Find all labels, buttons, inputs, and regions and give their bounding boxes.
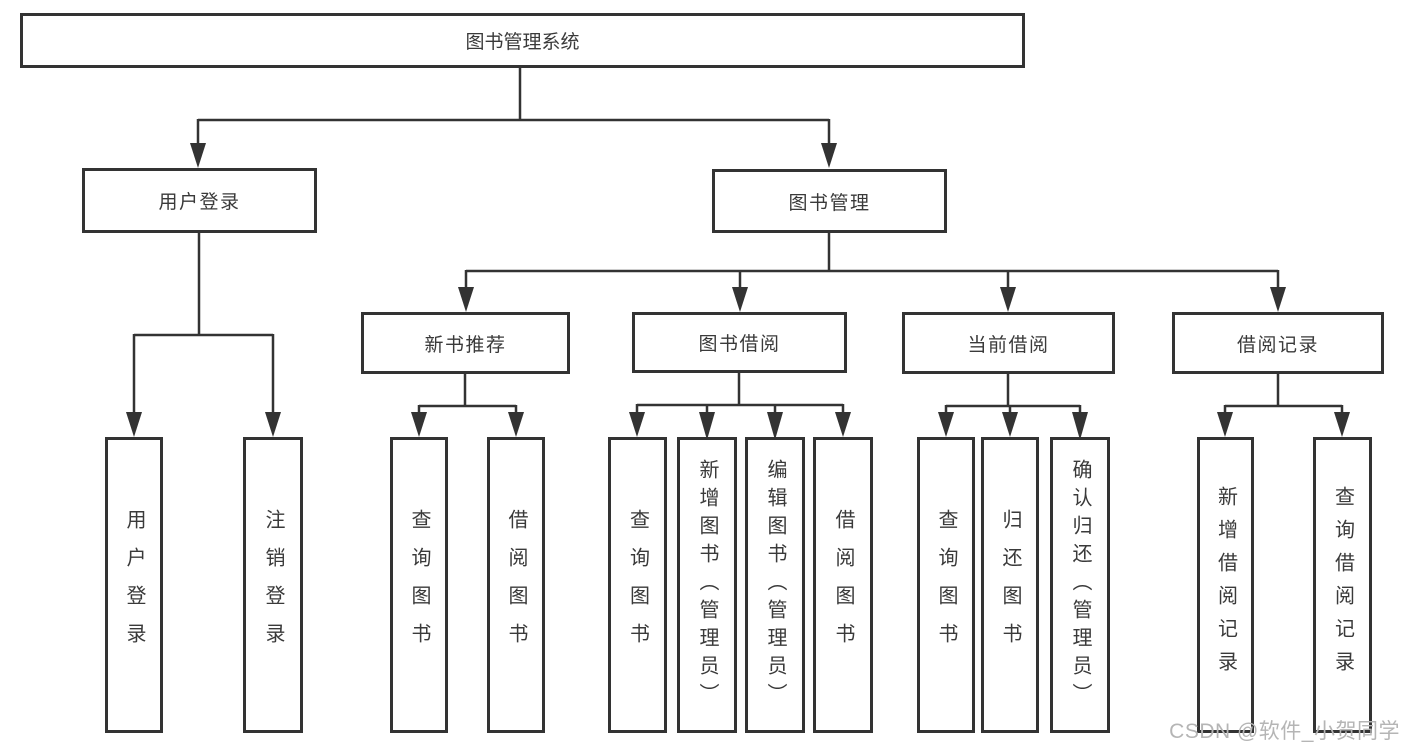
leaf-label: 借阅图书 (832, 509, 854, 661)
leaf-query-books-current: 查询图书 (917, 437, 975, 733)
leaf-edit-book-admin: 编辑图书（管理员） (745, 437, 805, 733)
arrowhead (1000, 287, 1016, 312)
arrowhead (508, 412, 524, 437)
leaf-label: 借阅图书 (505, 509, 527, 661)
node-current-borrowing: 当前借阅 (902, 312, 1115, 374)
leaf-query-borrow-record: 查询借阅记录 (1313, 437, 1372, 733)
leaf-user-login: 用户登录 (105, 437, 163, 733)
leaf-add-borrow-record: 新增借阅记录 (1197, 437, 1254, 733)
leaf-label: 编辑图书（管理员） (764, 459, 786, 711)
arrowhead (1270, 287, 1286, 312)
leaf-label: 归还图书 (999, 509, 1021, 661)
arrowhead (190, 143, 206, 168)
leaf-query-books-recommend: 查询图书 (390, 437, 448, 733)
arrowhead (458, 287, 474, 312)
leaf-label: 新增借阅记录 (1214, 486, 1237, 684)
leaf-logout: 注销登录 (243, 437, 303, 733)
leaf-borrow-books-borrowing: 借阅图书 (813, 437, 873, 733)
leaf-label: 注销登录 (262, 509, 284, 661)
arrowhead (732, 287, 748, 312)
leaf-label: 查询借阅记录 (1331, 486, 1354, 684)
arrowhead (1217, 412, 1233, 437)
arrowhead (629, 412, 645, 437)
leaf-confirm-return-admin: 确认归还（管理员） (1050, 437, 1110, 733)
arrowhead (767, 412, 783, 440)
arrowhead (1072, 412, 1088, 440)
node-library-management-system: 图书管理系统 (20, 13, 1025, 68)
leaf-borrow-books-recommend: 借阅图书 (487, 437, 545, 733)
node-borrow-records: 借阅记录 (1172, 312, 1384, 374)
leaf-label: 查询图书 (935, 509, 957, 661)
arrowhead (938, 412, 954, 437)
watermark: CSDN @软件_小贺同学 (1169, 720, 1400, 743)
node-book-management: 图书管理 (712, 169, 947, 233)
arrowhead (126, 412, 142, 437)
arrowhead (835, 412, 851, 437)
node-book-borrowing: 图书借阅 (632, 312, 847, 373)
leaf-add-book-admin: 新增图书（管理员） (677, 437, 737, 733)
leaf-query-books-borrowing: 查询图书 (608, 437, 667, 733)
arrowhead (265, 412, 281, 437)
leaf-label: 用户登录 (123, 509, 145, 661)
leaf-return-books: 归还图书 (981, 437, 1039, 733)
node-user-login: 用户登录 (82, 168, 317, 233)
leaf-label: 查询图书 (626, 509, 649, 661)
leaf-label: 确认归还（管理员） (1069, 459, 1091, 711)
leaf-label: 新增图书（管理员） (696, 459, 718, 711)
arrowhead (699, 412, 715, 440)
arrowhead (1002, 412, 1018, 437)
arrowhead (411, 412, 427, 437)
node-new-book-recommend: 新书推荐 (361, 312, 570, 374)
leaf-label: 查询图书 (408, 509, 430, 661)
arrowhead (821, 143, 837, 168)
arrowhead (1334, 412, 1350, 437)
